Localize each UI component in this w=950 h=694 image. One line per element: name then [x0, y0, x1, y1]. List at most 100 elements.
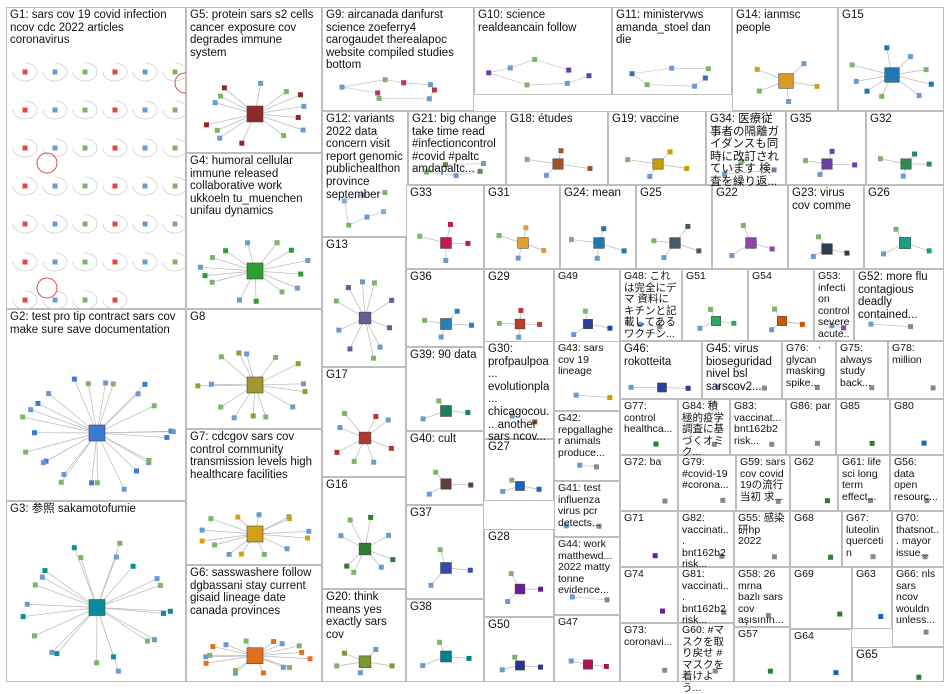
vertex-node[interactable]: [884, 45, 889, 50]
vertex-node[interactable]: [113, 298, 118, 303]
vertex-node[interactable]: [339, 85, 344, 90]
vertex-node[interactable]: [538, 587, 543, 592]
vertex-node[interactable]: [53, 260, 58, 265]
vertex-node[interactable]: [417, 234, 422, 239]
vertex-node[interactable]: [173, 184, 178, 189]
vertex-node[interactable]: [917, 93, 922, 98]
vertex-node[interactable]: [235, 515, 240, 520]
vertex-node[interactable]: [173, 260, 178, 265]
vertex-node[interactable]: [378, 345, 383, 350]
vertex-node[interactable]: [117, 541, 122, 546]
vertex-node[interactable]: [469, 323, 474, 328]
vertex-node[interactable]: [152, 637, 157, 642]
vertex-node[interactable]: [244, 351, 249, 356]
vertex-node[interactable]: [21, 614, 26, 619]
vertex-node[interactable]: [215, 128, 220, 133]
vertex-node[interactable]: [927, 248, 932, 253]
vertex-node[interactable]: [769, 327, 774, 332]
vertex-node[interactable]: [685, 224, 690, 229]
hub-vertex-image[interactable]: [901, 159, 911, 169]
hub-vertex-image[interactable]: [441, 651, 452, 662]
vertex-node[interactable]: [32, 633, 37, 638]
hub-vertex-image[interactable]: [779, 74, 794, 89]
vertex-node[interactable]: [433, 470, 438, 475]
vertex-node[interactable]: [607, 395, 612, 400]
vertex-node[interactable]: [20, 415, 25, 420]
vertex-node[interactable]: [347, 346, 352, 351]
vertex-node[interactable]: [541, 248, 546, 253]
vertex-node[interactable]: [825, 498, 830, 503]
vertex-node[interactable]: [512, 655, 517, 660]
hub-vertex-image[interactable]: [583, 319, 592, 328]
vertex-node[interactable]: [42, 568, 47, 573]
vertex-node[interactable]: [661, 255, 666, 260]
vertex-node[interactable]: [134, 468, 139, 473]
vertex-node[interactable]: [136, 391, 141, 396]
vertex-node[interactable]: [811, 254, 816, 259]
vertex-node[interactable]: [390, 557, 395, 562]
vertex-node[interactable]: [377, 96, 382, 101]
vertex-node[interactable]: [881, 251, 886, 256]
vertex-node[interactable]: [559, 148, 564, 153]
vertex-node[interactable]: [421, 416, 426, 421]
vertex-node[interactable]: [164, 435, 169, 440]
vertex-node[interactable]: [371, 460, 376, 465]
vertex-node[interactable]: [720, 498, 725, 503]
vertex-node[interactable]: [622, 248, 627, 253]
vertex-node[interactable]: [295, 286, 300, 291]
vertex-node[interactable]: [854, 79, 859, 84]
vertex-node[interactable]: [901, 174, 906, 179]
vertex-node[interactable]: [83, 222, 88, 227]
vertex-node[interactable]: [465, 241, 470, 246]
vertex-node[interactable]: [143, 146, 148, 151]
vertex-node[interactable]: [61, 472, 66, 477]
hub-vertex-image[interactable]: [899, 237, 910, 248]
vertex-node[interactable]: [586, 73, 591, 78]
vertex-node[interactable]: [569, 658, 574, 663]
vertex-node[interactable]: [389, 446, 394, 451]
vertex-node[interactable]: [254, 299, 259, 304]
vertex-node[interactable]: [289, 248, 294, 253]
vertex-node[interactable]: [217, 136, 222, 141]
vertex-node[interactable]: [198, 265, 203, 270]
vertex-node[interactable]: [864, 89, 869, 94]
vertex-node[interactable]: [301, 104, 306, 109]
vertex-node[interactable]: [298, 272, 303, 277]
vertex-node[interactable]: [532, 57, 537, 62]
vertex-node[interactable]: [338, 533, 343, 538]
vertex-node[interactable]: [210, 280, 215, 285]
hub-vertex-image[interactable]: [441, 319, 452, 330]
hub-vertex-image[interactable]: [516, 482, 525, 491]
vertex-node[interactable]: [703, 76, 708, 81]
vertex-node[interactable]: [28, 407, 33, 412]
vertex-node[interactable]: [436, 398, 441, 403]
hub-vertex-image[interactable]: [359, 432, 371, 444]
vertex-node[interactable]: [439, 335, 444, 340]
vertex-node[interactable]: [41, 460, 46, 465]
vertex-node[interactable]: [371, 356, 376, 361]
vertex-node[interactable]: [817, 172, 822, 177]
vertex-node[interactable]: [669, 66, 674, 71]
vertex-node[interactable]: [113, 146, 118, 151]
vertex-node[interactable]: [607, 326, 612, 331]
vertex-node[interactable]: [239, 141, 244, 146]
hub-vertex-image[interactable]: [359, 543, 371, 555]
vertex-node[interactable]: [772, 307, 777, 312]
vertex-node[interactable]: [516, 256, 521, 261]
vertex-node[interactable]: [653, 442, 658, 447]
vertex-node[interactable]: [924, 630, 929, 635]
vertex-node[interactable]: [209, 382, 214, 387]
vertex-node[interactable]: [142, 382, 147, 387]
hub-vertex-image[interactable]: [359, 656, 371, 668]
vertex-node[interactable]: [263, 414, 268, 419]
vertex-node[interactable]: [25, 602, 30, 607]
vertex-node[interactable]: [273, 355, 278, 360]
vertex-node[interactable]: [383, 77, 388, 82]
vertex-node[interactable]: [94, 660, 99, 665]
vertex-node[interactable]: [23, 222, 28, 227]
vertex-node[interactable]: [468, 568, 473, 573]
vertex-node[interactable]: [662, 668, 667, 673]
vertex-node[interactable]: [334, 663, 339, 668]
vertex-node[interactable]: [233, 668, 238, 673]
vertex-node[interactable]: [83, 184, 88, 189]
